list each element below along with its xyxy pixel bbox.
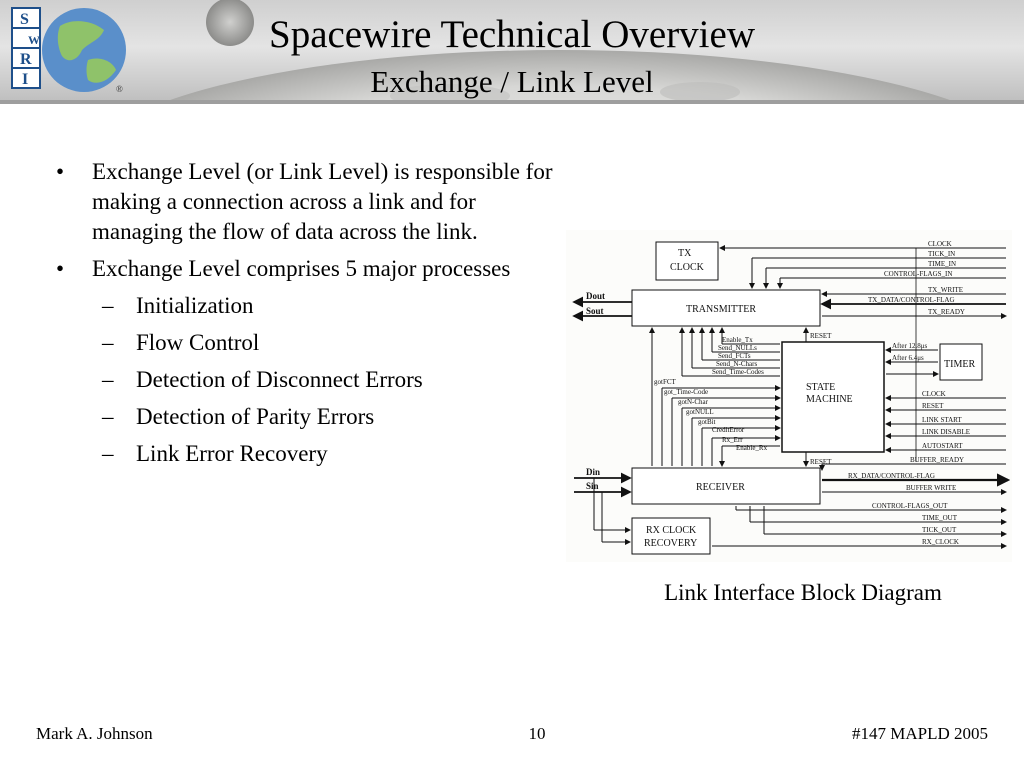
slide-title: Spacewire Technical Overview — [0, 12, 1024, 57]
tx-clock-label-2: CLOCK — [670, 262, 705, 273]
signal-time-in: TIME_IN — [928, 260, 956, 268]
state-machine-label-1: STATE — [806, 382, 835, 393]
signal-buffer-write: BUFFER WRITE — [906, 484, 956, 492]
sub-bullet-item: Flow Control — [56, 328, 556, 358]
footer-author: Mark A. Johnson — [36, 724, 153, 744]
link-interface-block-diagram: TX CLOCK TRANSMITTER STATE MACHINE TIMER… — [566, 230, 1012, 562]
signal-send-timecodes: Send_Time-Codes — [712, 368, 764, 376]
bullet-item: Exchange Level (or Link Level) is respon… — [56, 157, 556, 247]
port-din: Din — [586, 467, 600, 477]
timer-label: TIMER — [944, 359, 975, 370]
reset-tx-label: RESET — [810, 332, 832, 340]
signal-enable-tx: Enable_Tx — [722, 336, 753, 344]
state-machine-label-2: MACHINE — [806, 394, 853, 405]
signal-after-12-8: After 12.8μs — [892, 342, 928, 350]
signal-tx-ready: TX_READY — [928, 308, 965, 316]
bullet-item: Exchange Level comprises 5 major process… — [56, 254, 556, 284]
signal-rx-data: RX_DATA/CONTROL-FLAG — [848, 472, 935, 480]
signal-send-nulls: Send_NULLs — [718, 344, 757, 352]
signal-crediterror: CreditError — [712, 426, 745, 434]
sub-bullet-item: Link Error Recovery — [56, 439, 556, 469]
signal-buffer-ready: BUFFER_READY — [910, 456, 964, 464]
signal-sm-reset: RESET — [922, 402, 944, 410]
signal-tick-out: TICK_OUT — [922, 526, 957, 534]
signal-link-disable: LINK DISABLE — [922, 428, 970, 436]
signal-gotbit: gotBit — [698, 418, 716, 426]
block-diagram-svg: TX CLOCK TRANSMITTER STATE MACHINE TIMER… — [566, 230, 1012, 562]
diagram-caption: Link Interface Block Diagram — [566, 580, 1024, 606]
signal-send-fcts: Send_FCTs — [718, 352, 751, 360]
signal-time-out: TIME_OUT — [922, 514, 958, 522]
tx-clock-label-1: TX — [678, 248, 692, 259]
port-sin: Sin — [586, 481, 599, 491]
signal-sm-clock: CLOCK — [922, 390, 946, 398]
signal-gotfct: gotFCT — [654, 378, 677, 386]
sub-bullet-item: Detection of Disconnect Errors — [56, 365, 556, 395]
signal-got-timecode: got_Time-Code — [664, 388, 708, 396]
slide-subtitle: Exchange / Link Level — [0, 64, 1024, 100]
header-banner: S W R I ® Spacewire Technical Overview E… — [0, 0, 1024, 104]
port-sout: Sout — [586, 306, 604, 316]
sub-bullet-item: Initialization — [56, 291, 556, 321]
port-dout: Dout — [586, 291, 605, 301]
signal-tx-write: TX_WRITE — [928, 286, 963, 294]
signal-gotnull: gotNULL — [686, 408, 714, 416]
signal-link-start: LINK START — [922, 416, 962, 424]
signal-control-flags-in: CONTROL-FLAGS_IN — [884, 270, 952, 278]
rx-clock-recovery-label-1: RX CLOCK — [646, 525, 697, 536]
header-divider — [0, 100, 1024, 104]
transmitter-label: TRANSMITTER — [686, 304, 756, 315]
bullet-list: Exchange Level (or Link Level) is respon… — [56, 150, 556, 469]
footer-event: #147 MAPLD 2005 — [852, 724, 988, 744]
signal-clock-top: CLOCK — [928, 240, 952, 248]
signal-control-flags-out: CONTROL-FLAGS_OUT — [872, 502, 948, 510]
signal-rx-clock: RX_CLOCK — [922, 538, 959, 546]
reset-rx-label: RESET — [810, 458, 832, 466]
footer-page-number: 10 — [512, 724, 562, 744]
signal-gotnchar: gotN-Char — [678, 398, 709, 406]
signal-tx-data: TX_DATA/CONTROL-FLAG — [868, 296, 955, 304]
signal-rx-err: Rx_Err — [722, 436, 743, 444]
signal-send-nchars: Send_N-Chars — [716, 360, 757, 368]
sub-bullet-item: Detection of Parity Errors — [56, 402, 556, 432]
receiver-label: RECEIVER — [696, 482, 745, 493]
signal-after-6-4: After 6.4μs — [892, 354, 924, 362]
signal-enable-rx: Enable_Rx — [736, 444, 768, 452]
rx-clock-recovery-label-2: RECOVERY — [644, 538, 697, 549]
signal-tick-in: TICK_IN — [928, 250, 955, 258]
signal-autostart: AUTOSTART — [922, 442, 963, 450]
